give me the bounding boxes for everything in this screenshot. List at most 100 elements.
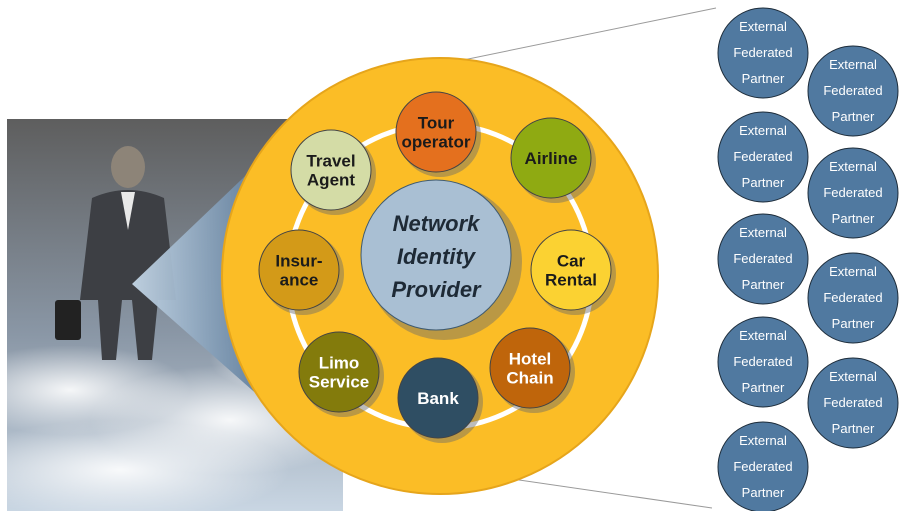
label-line: Airline: [525, 149, 578, 168]
partner-circle: [530, 229, 612, 311]
label-line: operator: [402, 133, 471, 152]
label-line: Tour: [418, 114, 455, 133]
label-line: External: [829, 159, 877, 174]
label-line: External: [739, 433, 787, 448]
external-partner-circle: [717, 421, 809, 511]
label-line: Federated: [823, 290, 882, 305]
external-partner-circle: [717, 7, 809, 99]
businessman-figure: [55, 146, 176, 360]
partner-label: Airline: [525, 149, 578, 168]
label-line: Bank: [417, 389, 459, 408]
label-line: Partner: [742, 175, 785, 190]
external-partner-circle: [807, 45, 899, 137]
partner-circle: [397, 357, 479, 439]
label-line: Partner: [742, 380, 785, 395]
label-line: External: [829, 264, 877, 279]
label-line: ance: [280, 271, 319, 290]
partner-node: Insur-ance: [258, 229, 344, 315]
label-line: Limo: [319, 354, 360, 373]
partner-circle: [395, 91, 477, 173]
label-line: Chain: [506, 369, 553, 388]
label-line: Car: [557, 252, 586, 271]
partner-circle: [258, 229, 340, 311]
external-partner-circle: [717, 111, 809, 203]
label-line: Identity: [397, 244, 477, 269]
partner-label: Insur-ance: [275, 252, 322, 290]
label-line: Provider: [391, 277, 482, 302]
label-line: Hotel: [509, 350, 552, 369]
label-line: Federated: [733, 45, 792, 60]
label-line: Federated: [823, 83, 882, 98]
label-line: Partner: [742, 485, 785, 500]
label-line: Federated: [733, 149, 792, 164]
label-line: External: [739, 19, 787, 34]
label-line: Partner: [832, 421, 875, 436]
label-line: Federated: [823, 185, 882, 200]
label-line: Federated: [733, 251, 792, 266]
partner-label: Bank: [417, 389, 459, 408]
external-partner-circle: [807, 147, 899, 239]
external-partner-circle: [717, 316, 809, 408]
label-line: Network: [393, 211, 482, 236]
external-partner-circle: [717, 213, 809, 305]
label-line: External: [829, 369, 877, 384]
partner-circle: [489, 327, 571, 409]
label-line: Partner: [742, 71, 785, 86]
external-partner-circle: [807, 252, 899, 344]
label-line: Partner: [832, 316, 875, 331]
label-line: Insur-: [275, 252, 322, 271]
label-line: Travel: [306, 152, 355, 171]
partner-node: Airline: [510, 117, 596, 203]
label-line: External: [739, 225, 787, 240]
partner-circle: [290, 129, 372, 211]
partner-node: Bank: [397, 357, 483, 443]
label-line: External: [739, 328, 787, 343]
label-line: Federated: [733, 354, 792, 369]
label-line: Agent: [307, 171, 356, 190]
label-line: Partner: [832, 211, 875, 226]
label-line: Partner: [742, 277, 785, 292]
label-line: Service: [309, 373, 370, 392]
label-line: External: [739, 123, 787, 138]
partner-circle: [510, 117, 592, 199]
label-line: External: [829, 57, 877, 72]
external-partner-circle: [807, 357, 899, 449]
label-line: Rental: [545, 271, 597, 290]
label-line: Partner: [832, 109, 875, 124]
partner-circle: [298, 331, 380, 413]
label-line: Federated: [823, 395, 882, 410]
label-line: Federated: [733, 459, 792, 474]
